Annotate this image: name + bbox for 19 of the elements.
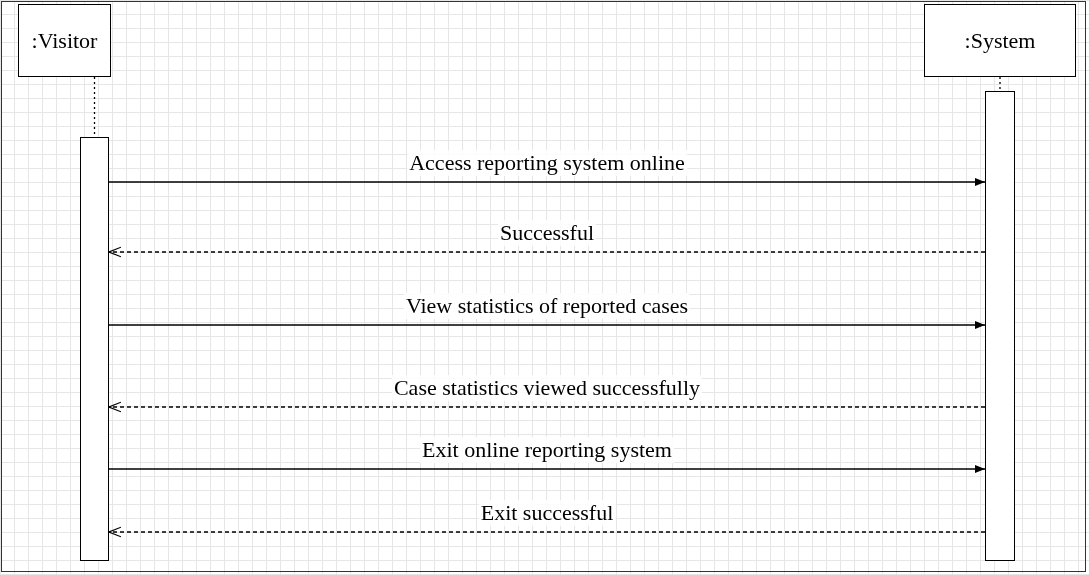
return-message-arrow bbox=[108, 246, 986, 258]
message-label: Successful bbox=[497, 220, 597, 246]
message-arrow bbox=[108, 465, 986, 473]
message-arrow bbox=[108, 321, 986, 329]
message-label: View statistics of reported cases bbox=[403, 293, 691, 319]
message-label: Case statistics viewed successfully bbox=[391, 375, 703, 401]
actor-name: :System bbox=[964, 27, 1036, 54]
message-label: Exit successful bbox=[478, 500, 616, 526]
return-message-arrow bbox=[108, 401, 986, 413]
message-arrow bbox=[108, 178, 986, 186]
return-message-arrow bbox=[108, 526, 986, 538]
activation-bar bbox=[985, 91, 1015, 561]
message-label: Access reporting system online bbox=[407, 150, 687, 176]
actor-name: :Visitor bbox=[31, 27, 98, 54]
activation-bar bbox=[80, 137, 109, 561]
actor-box bbox=[924, 4, 1076, 77]
lifeline bbox=[999, 76, 1001, 92]
actor-box bbox=[18, 4, 111, 77]
message-label: Exit online reporting system bbox=[420, 437, 674, 463]
